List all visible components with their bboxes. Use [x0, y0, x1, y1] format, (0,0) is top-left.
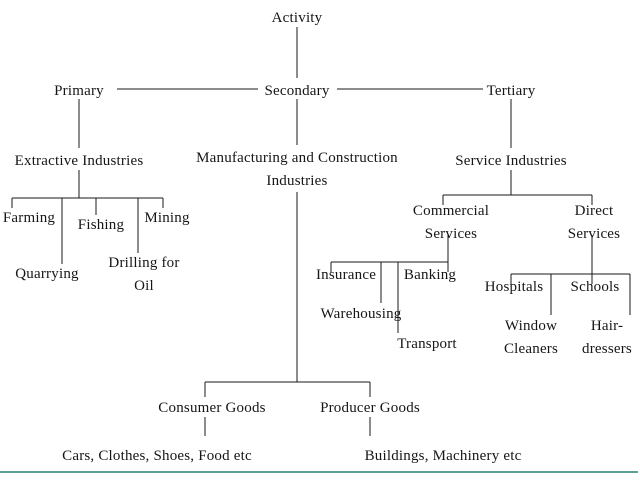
node-extractive-industries: Extractive Industries [14, 153, 144, 169]
node-farming: Farming [2, 210, 56, 226]
node-banking: Banking [403, 267, 457, 283]
node-consumer-goods: Consumer Goods [158, 400, 266, 416]
node-primary: Primary [54, 83, 104, 99]
node-hairdressers: Hair- dressers [582, 318, 632, 358]
node-commercial-services: Commercial Services [412, 203, 490, 243]
node-tertiary: Tertiary [486, 83, 536, 99]
node-drilling-for-oil: Drilling for Oil [108, 255, 180, 295]
node-quarrying: Quarrying [15, 266, 79, 282]
node-activity: Activity [271, 10, 323, 26]
node-producer-goods-examples: Buildings, Machinery etc [364, 448, 522, 464]
node-transport: Transport [397, 336, 457, 352]
footer-rule [0, 471, 638, 473]
node-warehousing: Warehousing [320, 306, 402, 322]
node-insurance: Insurance [315, 267, 377, 283]
node-manufacturing-construction-industries: Manufacturing and Construction Industrie… [196, 150, 398, 190]
node-consumer-goods-examples: Cars, Clothes, Shoes, Food etc [62, 448, 252, 464]
node-producer-goods: Producer Goods [320, 400, 420, 416]
node-window-cleaners: Window Cleaners [503, 318, 559, 358]
node-secondary: Secondary [264, 83, 330, 99]
node-direct-services: Direct Services [567, 203, 621, 243]
node-schools: Schools [570, 279, 620, 295]
node-hospitals: Hospitals [484, 279, 544, 295]
node-service-industries: Service Industries [455, 153, 567, 169]
node-mining: Mining [144, 210, 190, 226]
node-fishing: Fishing [77, 217, 125, 233]
